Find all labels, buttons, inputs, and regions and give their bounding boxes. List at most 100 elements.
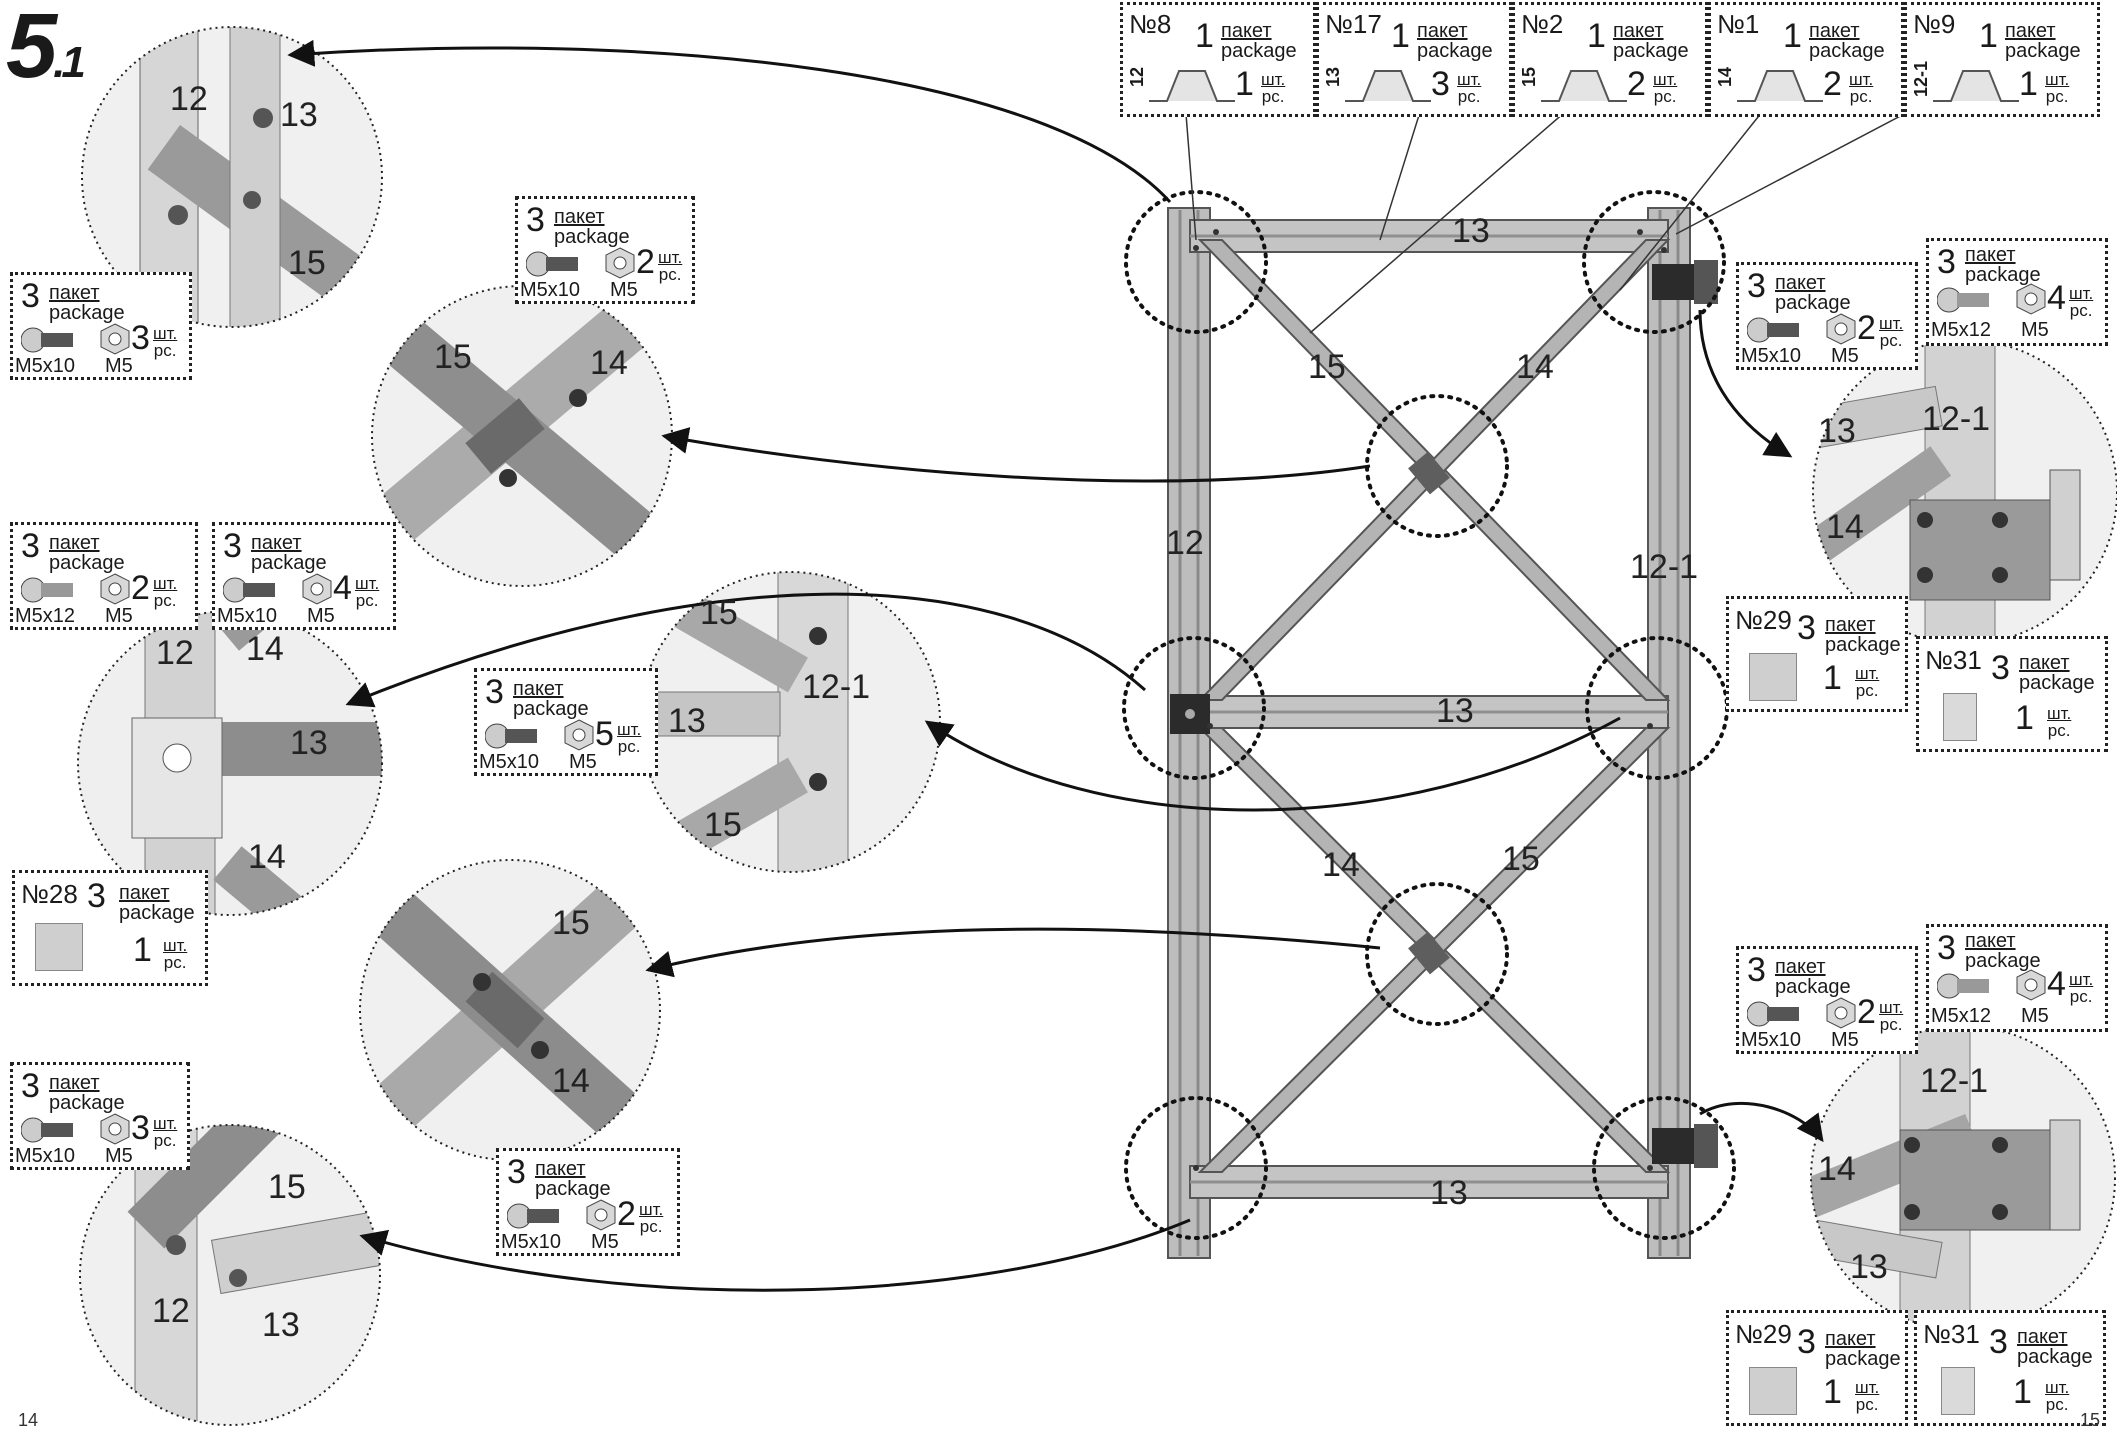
package-number: №9 (1913, 9, 1956, 39)
detail-label: 15 (434, 338, 472, 376)
pcs-unit: шт.pc. (1457, 70, 1482, 106)
package-qty: 3 (1797, 1323, 1816, 1361)
pcs-count: 1 (1823, 1373, 1842, 1411)
nut-label: M5 (610, 279, 638, 301)
screw-label: M5x10 (520, 279, 581, 301)
detail-label: 12-1 (1920, 1062, 1989, 1100)
detail-label: 14 (1826, 508, 1864, 546)
pcs-count: 2 (1857, 309, 1876, 347)
detail-label: 13 (262, 1306, 300, 1344)
detail-bottom-left (79, 1124, 381, 1426)
package-qty: 3 (485, 673, 504, 711)
step-number: 5.1 (6, 0, 86, 97)
detail-label: 14 (552, 1062, 590, 1100)
detail-label: 14 (246, 630, 284, 668)
package-qty: 3 (1797, 609, 1816, 647)
screw-icon (1937, 287, 1989, 313)
profile-icon (1737, 70, 1823, 102)
package-number: №31 (1923, 1319, 1980, 1349)
pcs-count: 4 (2047, 279, 2066, 317)
detail-label: 13 (1850, 1248, 1888, 1286)
package-qty: 3 (21, 527, 40, 565)
pcs-count: 3 (131, 319, 150, 357)
package-qty: 3 (1937, 243, 1956, 281)
part-code: 14 (1715, 67, 1735, 88)
detail-label: 15 (552, 904, 590, 942)
package-qty: 3 (223, 527, 242, 565)
package-qty: 3 (1937, 929, 1956, 967)
nut-label: M5 (1831, 1029, 1859, 1051)
pcs-unit: шт.pc. (1855, 1378, 1880, 1414)
detail-label: 12-1 (1922, 400, 1991, 438)
detail-label: 13 (290, 724, 328, 762)
pcs-unit: шт.pc. (617, 720, 642, 756)
pcs-count: 2 (1857, 993, 1876, 1031)
pcs-count: 2 (1823, 65, 1842, 103)
nut-icon (586, 1199, 616, 1231)
detail-label: 12 (152, 1292, 190, 1330)
detail-label: 15 (288, 244, 326, 282)
nut-icon (100, 323, 130, 355)
pcs-unit: шт.pc. (1879, 314, 1904, 350)
profile-icon (1541, 70, 1627, 102)
pcs-unit: шт.pc. (1855, 664, 1880, 700)
nut-icon (564, 719, 594, 751)
screw-label: M5x12 (15, 605, 76, 627)
detail-cross-1 (371, 285, 673, 587)
screw-icon (21, 1117, 73, 1143)
package-number: №28 (21, 879, 78, 909)
frame-label-right: 12-1 (1630, 548, 1699, 586)
plate-icon (1749, 1367, 1797, 1415)
pcs-unit: шт.pc. (2069, 284, 2094, 320)
screw-label: M5x10 (217, 605, 278, 627)
detail-label: 13 (1818, 412, 1856, 450)
pcs-unit: шт.pc. (153, 574, 178, 610)
package-number: №29 (1735, 1319, 1792, 1349)
pcs-unit: шт.pc. (153, 324, 178, 360)
frame-label-bottom: 13 (1430, 1174, 1468, 1212)
nut-icon (100, 1113, 130, 1145)
detail-cross-2 (359, 859, 661, 1161)
package-number: №29 (1735, 605, 1792, 635)
pcs-unit: шт.pc. (355, 574, 380, 610)
pcs-unit: шт.pc. (1849, 70, 1874, 106)
pcs-count: 2 (131, 569, 150, 607)
frame-label-lower-diag-a: 14 (1322, 846, 1360, 884)
package-qty: 1 (1587, 17, 1606, 55)
package-qty: 3 (1747, 267, 1766, 305)
package-number: №1 (1717, 9, 1760, 39)
detail-label: 14 (248, 838, 286, 876)
screw-icon (485, 723, 537, 749)
pcs-unit: шт.pc. (2045, 1378, 2070, 1414)
main-frame (1122, 190, 1736, 1259)
package-qty: 3 (526, 201, 545, 239)
pcs-unit: шт.pc. (1879, 998, 1904, 1034)
nut-label: M5 (2021, 1005, 2049, 1027)
nut-label: M5 (569, 751, 597, 773)
pcs-unit: шт.pc. (1261, 70, 1286, 106)
screw-icon (1747, 317, 1799, 343)
package-qty: 1 (1391, 17, 1410, 55)
package-qty: 3 (507, 1153, 526, 1191)
package-qty: 1 (1195, 17, 1214, 55)
screw-label: M5x10 (1741, 1029, 1802, 1051)
pcs-unit: шт.pc. (2069, 970, 2094, 1006)
nut-icon (2016, 283, 2046, 315)
